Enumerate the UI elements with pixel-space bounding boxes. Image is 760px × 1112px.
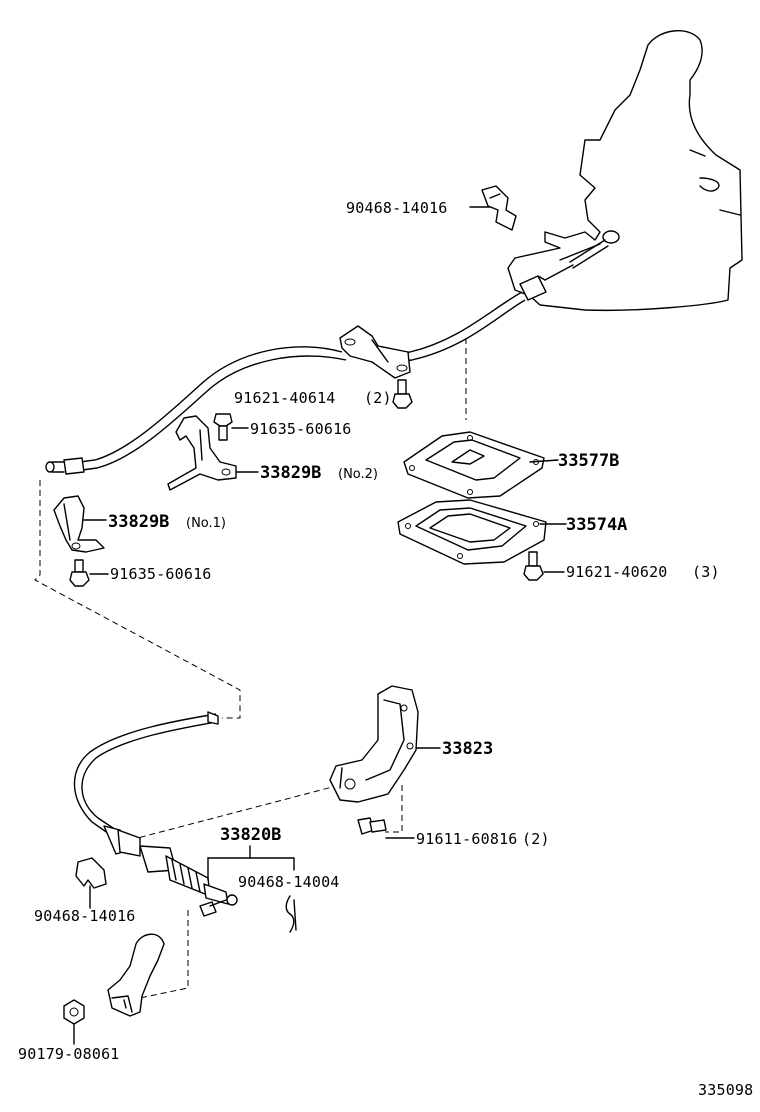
- label-bracket-lower: 33823: [442, 739, 493, 759]
- clip-lower-part: [75, 857, 107, 889]
- diagram-id: 335098: [698, 1081, 753, 1099]
- bolt-no1-icon: [69, 559, 90, 587]
- shift-lever-arm-part: [107, 933, 165, 1017]
- bolt-lower-icon: [357, 817, 387, 835]
- label-bolt-gasket-qty: (3): [692, 563, 720, 581]
- bracket-no1-part: [53, 495, 105, 553]
- shift-lever-housing: [507, 30, 743, 312]
- hairpin-clip-icon: [285, 895, 295, 933]
- label-cable-assy: 33820B: [220, 825, 281, 845]
- label-bolt-lower-qty: (2): [522, 830, 550, 848]
- bolt-no2-icon: [213, 413, 233, 441]
- gasket-part: [397, 499, 547, 565]
- leader-cable-assy: [207, 845, 295, 881]
- label-bolt-bracket-upper: 91621-40614: [234, 389, 336, 407]
- plate-part: [403, 431, 545, 499]
- label-bracket-no2-suffix: (No.2): [338, 467, 378, 482]
- clip-upper-part: [481, 185, 517, 231]
- bracket-lower-part: [329, 685, 419, 803]
- label-bolt-no1: 91635-60616: [110, 565, 212, 583]
- bracket-no2-part: [167, 415, 237, 491]
- label-bolt-lower: 91611-60816: [416, 830, 518, 848]
- label-clip-upper: 90468-14016: [346, 199, 448, 217]
- label-gasket: 33574A: [566, 515, 627, 535]
- cable-end-bolt-icon: [199, 899, 227, 917]
- lower-shift-cable: [73, 711, 238, 906]
- label-bracket-no1: 33829B: [108, 512, 169, 532]
- label-bolt-gasket: 91621-40620: [566, 563, 668, 581]
- hairpin-clip-leg: [293, 899, 297, 931]
- bolt-upper-icon: [392, 379, 413, 409]
- label-plate: 33577B: [558, 451, 619, 471]
- label-nut: 90179-08061: [18, 1045, 120, 1063]
- upper-shift-cable: [45, 230, 620, 475]
- label-clip-cable: 90468-14004: [238, 873, 340, 891]
- label-bolt-no2: 91635-60616: [250, 420, 352, 438]
- label-clip-lower: 90468-14016: [34, 907, 136, 925]
- leader-plate: [529, 459, 559, 463]
- bolt-gasket-icon: [523, 551, 544, 581]
- nut-icon: [63, 999, 85, 1025]
- label-bolt-bracket-upper-qty: (2): [364, 389, 392, 407]
- label-bracket-no1-suffix: (No.1): [186, 516, 226, 531]
- label-bracket-no2: 33829B: [260, 463, 321, 483]
